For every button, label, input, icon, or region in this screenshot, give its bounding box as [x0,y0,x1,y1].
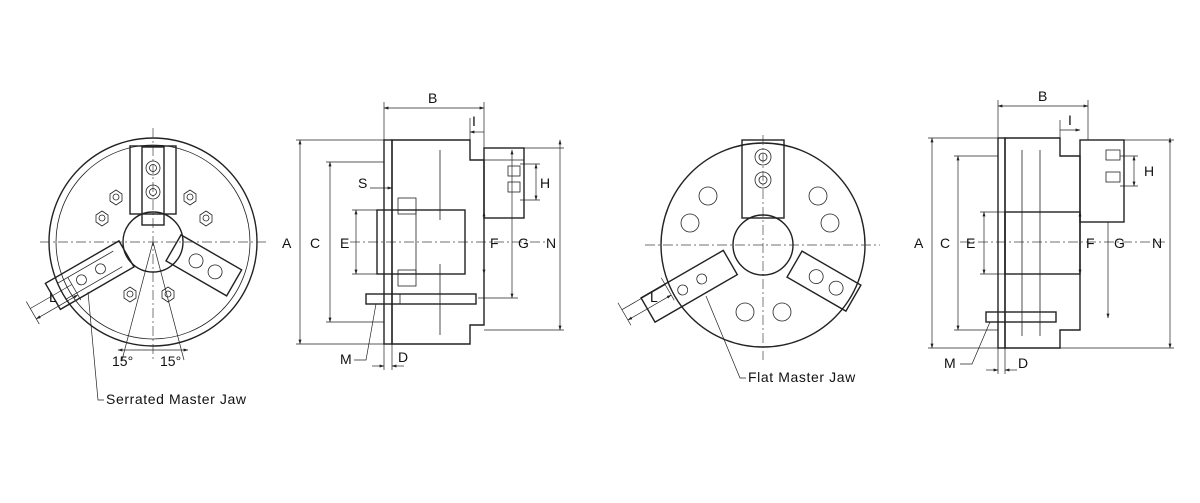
serrated-front-view: L 15° 15° Serrated Master Jaw [25,128,268,407]
mounting-holes [680,186,840,322]
mount-bolt [365,293,477,305]
dim-label-i: I [472,113,476,129]
dim-label-c: C [940,235,950,251]
l-dimension [25,277,82,325]
dim-label-s: S [358,175,367,191]
left-master-jaw [640,249,739,324]
hatch-lower [397,269,417,287]
dim-label-c: C [310,235,320,251]
caption-leader [705,295,746,379]
dim-label-e: E [340,235,349,251]
hex-bolts [95,189,213,303]
flat-front-view: L Flat Master Jaw [617,135,880,385]
mount-bolt [985,311,1057,323]
dim-label-d: D [398,349,408,365]
dim-label-b: B [428,90,437,106]
bore-circle [122,211,184,273]
body-profile [391,139,485,345]
left-master-jaw [44,239,135,311]
m-leader [960,321,991,365]
mount-plate [997,137,1006,349]
dim-label-f: F [490,235,499,251]
bore-circle [732,214,794,276]
jaw-block [483,147,525,219]
serrated-side-view: A C E F G N B I S H M D [282,90,564,370]
dim-label-h: H [540,175,550,191]
flat-l-label: L [650,289,658,305]
l-dimension [617,277,675,326]
angle-line-right [152,241,185,361]
dim-label-m: M [340,351,352,367]
dim-label-n: N [1152,235,1162,251]
serrated-l-label: L [49,289,57,305]
top-master-jaw [129,145,177,226]
m-leader [354,303,377,361]
angle-line-left [121,241,154,361]
dim-label-a: A [282,235,292,251]
bore-sleeve [1004,211,1081,275]
dim-label-f: F [1086,235,1095,251]
dim-label-g: G [1114,235,1125,251]
flat-caption: Flat Master Jaw [748,369,856,385]
dim-label-i: I [1068,112,1072,128]
dim-label-e: E [966,235,975,251]
top-master-jaw [741,139,785,219]
dim-label-a: A [914,235,924,251]
hatch-upper [397,197,417,215]
angle-label-right: 15° [160,353,181,369]
angle-label-left: 15° [112,353,133,369]
dim-label-b: B [1038,88,1047,104]
dim-label-n: N [546,235,556,251]
body-profile [1004,137,1081,349]
dim-label-g: G [518,235,529,251]
dim-label-h: H [1144,163,1154,179]
dim-label-d: D [1018,355,1028,371]
caption-leader [87,291,104,401]
flat-side-view: A C E F G N B I H M D [914,88,1174,374]
serrated-caption: Serrated Master Jaw [106,391,247,407]
jaw-block [1079,139,1125,223]
dim-label-m: M [944,355,956,371]
bore-sleeve [376,209,466,275]
right-master-jaw [165,233,243,297]
right-master-jaw [786,250,862,313]
